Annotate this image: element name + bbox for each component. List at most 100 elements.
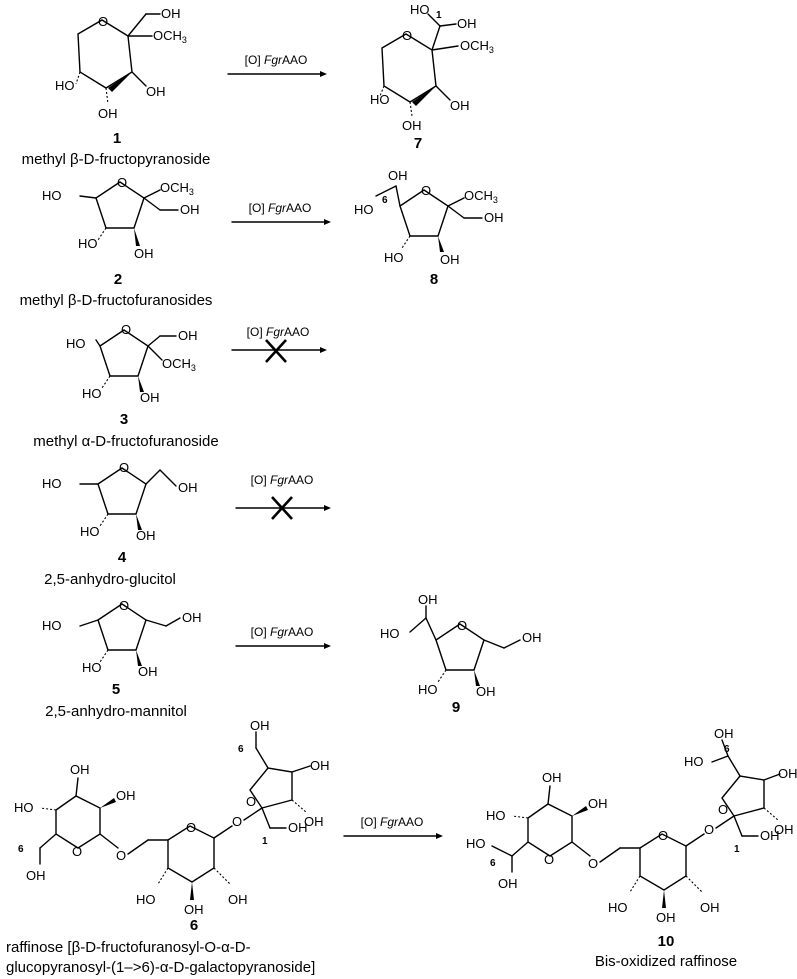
hydroxyl-label: OH xyxy=(304,814,324,829)
compound-3-structure: O HO OH OCH3 HO OH xyxy=(66,322,198,405)
hydroxyl-label: OH xyxy=(26,868,46,883)
locant-label: 6 xyxy=(18,844,24,855)
compound-2-number: 2 xyxy=(114,271,122,288)
locant-label: 6 xyxy=(238,744,244,755)
reagent-label: [O] FgrAAO xyxy=(245,53,308,67)
hydroxyl-label: OH xyxy=(388,168,408,183)
hydroxyl-label: OH xyxy=(778,766,797,781)
locant-label: 6 xyxy=(382,195,388,206)
hydroxyl-label: HO xyxy=(42,188,62,203)
hydroxyl-label: OH xyxy=(134,246,154,261)
compound-2-name: methyl β-D-fructofuranosides xyxy=(20,292,213,309)
ring-oxygen-label: O xyxy=(421,183,431,198)
compound-7-number: 7 xyxy=(414,135,422,152)
hydroxyl-label: OH xyxy=(700,900,720,915)
methoxy-label: OCH3 xyxy=(160,180,194,197)
locant-label: 6 xyxy=(724,744,730,755)
compound-6-name-line2: glucopyranosyl-(1–>6)-α-D-galactopyranos… xyxy=(6,959,315,976)
compound-10-structure: OH HO OH O HO 6 OH O O HO OH OH O O OH H… xyxy=(466,726,797,925)
hydroxyl-label: OH xyxy=(476,684,496,699)
ring-oxygen-label: O xyxy=(121,322,131,337)
reaction-arrow-5: [O] FgrAAO xyxy=(235,625,331,649)
reagent-label: [O] FgrAAO xyxy=(251,473,314,487)
hydroxyl-label: HO xyxy=(354,202,374,217)
compound-5-number: 5 xyxy=(112,681,120,698)
hydroxyl-label: HO xyxy=(66,336,86,351)
hydroxyl-label: OH xyxy=(522,630,542,645)
compound-6-name-line1: raffinose [β-D-fructofuranosyl-O-α-D- xyxy=(6,939,251,956)
compound-3-number: 3 xyxy=(120,411,128,428)
hydroxyl-label: OH xyxy=(310,758,330,773)
hydroxyl-label: HO xyxy=(608,900,628,915)
ring-oxygen-label: O xyxy=(117,175,127,190)
hydroxyl-label: HO xyxy=(82,660,102,675)
hydroxyl-label: HO xyxy=(42,618,62,633)
ring-oxygen-label: O xyxy=(119,460,129,475)
hydroxyl-label: OH xyxy=(250,718,270,733)
hydroxyl-label: OH xyxy=(116,788,136,803)
reaction-arrow-6: [O] FgrAAO xyxy=(343,815,443,839)
hydroxyl-label: OH xyxy=(440,252,460,267)
ring-oxygen-label: O xyxy=(544,852,554,867)
methoxy-label: OCH3 xyxy=(153,28,187,45)
hydroxyl-label: OH xyxy=(178,328,198,343)
locant-label: 1 xyxy=(734,844,740,855)
reaction-arrow-4: [O] FgrAAO xyxy=(235,473,331,520)
compound-10-number: 10 xyxy=(658,933,675,950)
hydroxyl-label: HO xyxy=(418,682,438,697)
hydroxyl-label: OH xyxy=(656,910,676,925)
hydroxyl-label: OH xyxy=(138,664,158,679)
compound-1-number: 1 xyxy=(113,130,121,147)
hydroxyl-label: HO xyxy=(684,754,704,769)
ring-oxygen-label: O xyxy=(246,794,256,809)
hydroxyl-label: HO xyxy=(410,2,430,17)
ring-oxygen-label: O xyxy=(119,598,129,613)
compound-8-number: 8 xyxy=(430,271,438,288)
hydroxyl-label: OH xyxy=(140,390,160,405)
ring-oxygen-label: O xyxy=(72,844,82,859)
reagent-label: [O] FgrAAO xyxy=(251,625,314,639)
compound-7-structure: O HO 1 OH OCH3 HO OH OH xyxy=(370,2,494,133)
compound-4-structure: O HO OH HO OH xyxy=(42,460,198,543)
hydroxyl-label: OH xyxy=(402,118,422,133)
compound-4-number: 4 xyxy=(118,549,127,566)
ring-oxygen-label: O xyxy=(402,28,412,43)
hydroxyl-label: OH xyxy=(498,876,518,891)
hydroxyl-label: OH xyxy=(450,98,470,113)
hydroxyl-label: OH xyxy=(588,796,608,811)
hydroxyl-label: HO xyxy=(466,836,486,851)
ring-oxygen-label: O xyxy=(457,618,467,633)
hydroxyl-label: OH xyxy=(760,828,780,843)
glycosidic-oxygen-label: O xyxy=(116,848,126,863)
glycosidic-oxygen-label: O xyxy=(588,856,598,871)
hydroxyl-label: OH xyxy=(542,770,562,785)
hydroxyl-label: OH xyxy=(180,202,200,217)
hydroxyl-label: HO xyxy=(42,476,62,491)
hydroxyl-label: HO xyxy=(82,386,102,401)
locant-label: 6 xyxy=(490,858,496,869)
compound-1-name: methyl β-D-fructopyranoside xyxy=(22,151,211,168)
compound-8-structure: O OH 6 HO OCH3 OH HO OH xyxy=(354,168,504,267)
hydroxyl-label: OH xyxy=(70,762,90,777)
hydroxyl-label: HO xyxy=(55,78,75,93)
hydroxyl-label: HO xyxy=(370,92,390,107)
hydroxyl-label: HO xyxy=(384,250,404,265)
compound-10-name: Bis-oxidized raffinose xyxy=(595,953,737,970)
hydroxyl-label: OH xyxy=(457,16,477,31)
ring-oxygen-label: O xyxy=(718,802,728,817)
hydroxyl-label: OH xyxy=(484,210,504,225)
hydroxyl-label: OH xyxy=(161,6,181,21)
methoxy-label: OCH3 xyxy=(464,188,498,205)
compound-4-name: 2,5-anhydro-glucitol xyxy=(44,571,176,588)
methoxy-label: OCH3 xyxy=(162,356,196,373)
ring-oxygen-label: O xyxy=(98,14,108,29)
compound-5-name: 2,5-anhydro-mannitol xyxy=(45,703,187,720)
hydroxyl-label: HO xyxy=(380,626,400,641)
hydroxyl-label: HO xyxy=(78,236,98,251)
no-reaction-cross-icon xyxy=(265,339,287,363)
ring-oxygen-label: O xyxy=(186,820,196,835)
hydroxyl-label: OH xyxy=(98,106,118,121)
hydroxyl-label: OH xyxy=(714,726,734,741)
hydroxyl-label: HO xyxy=(80,524,100,539)
